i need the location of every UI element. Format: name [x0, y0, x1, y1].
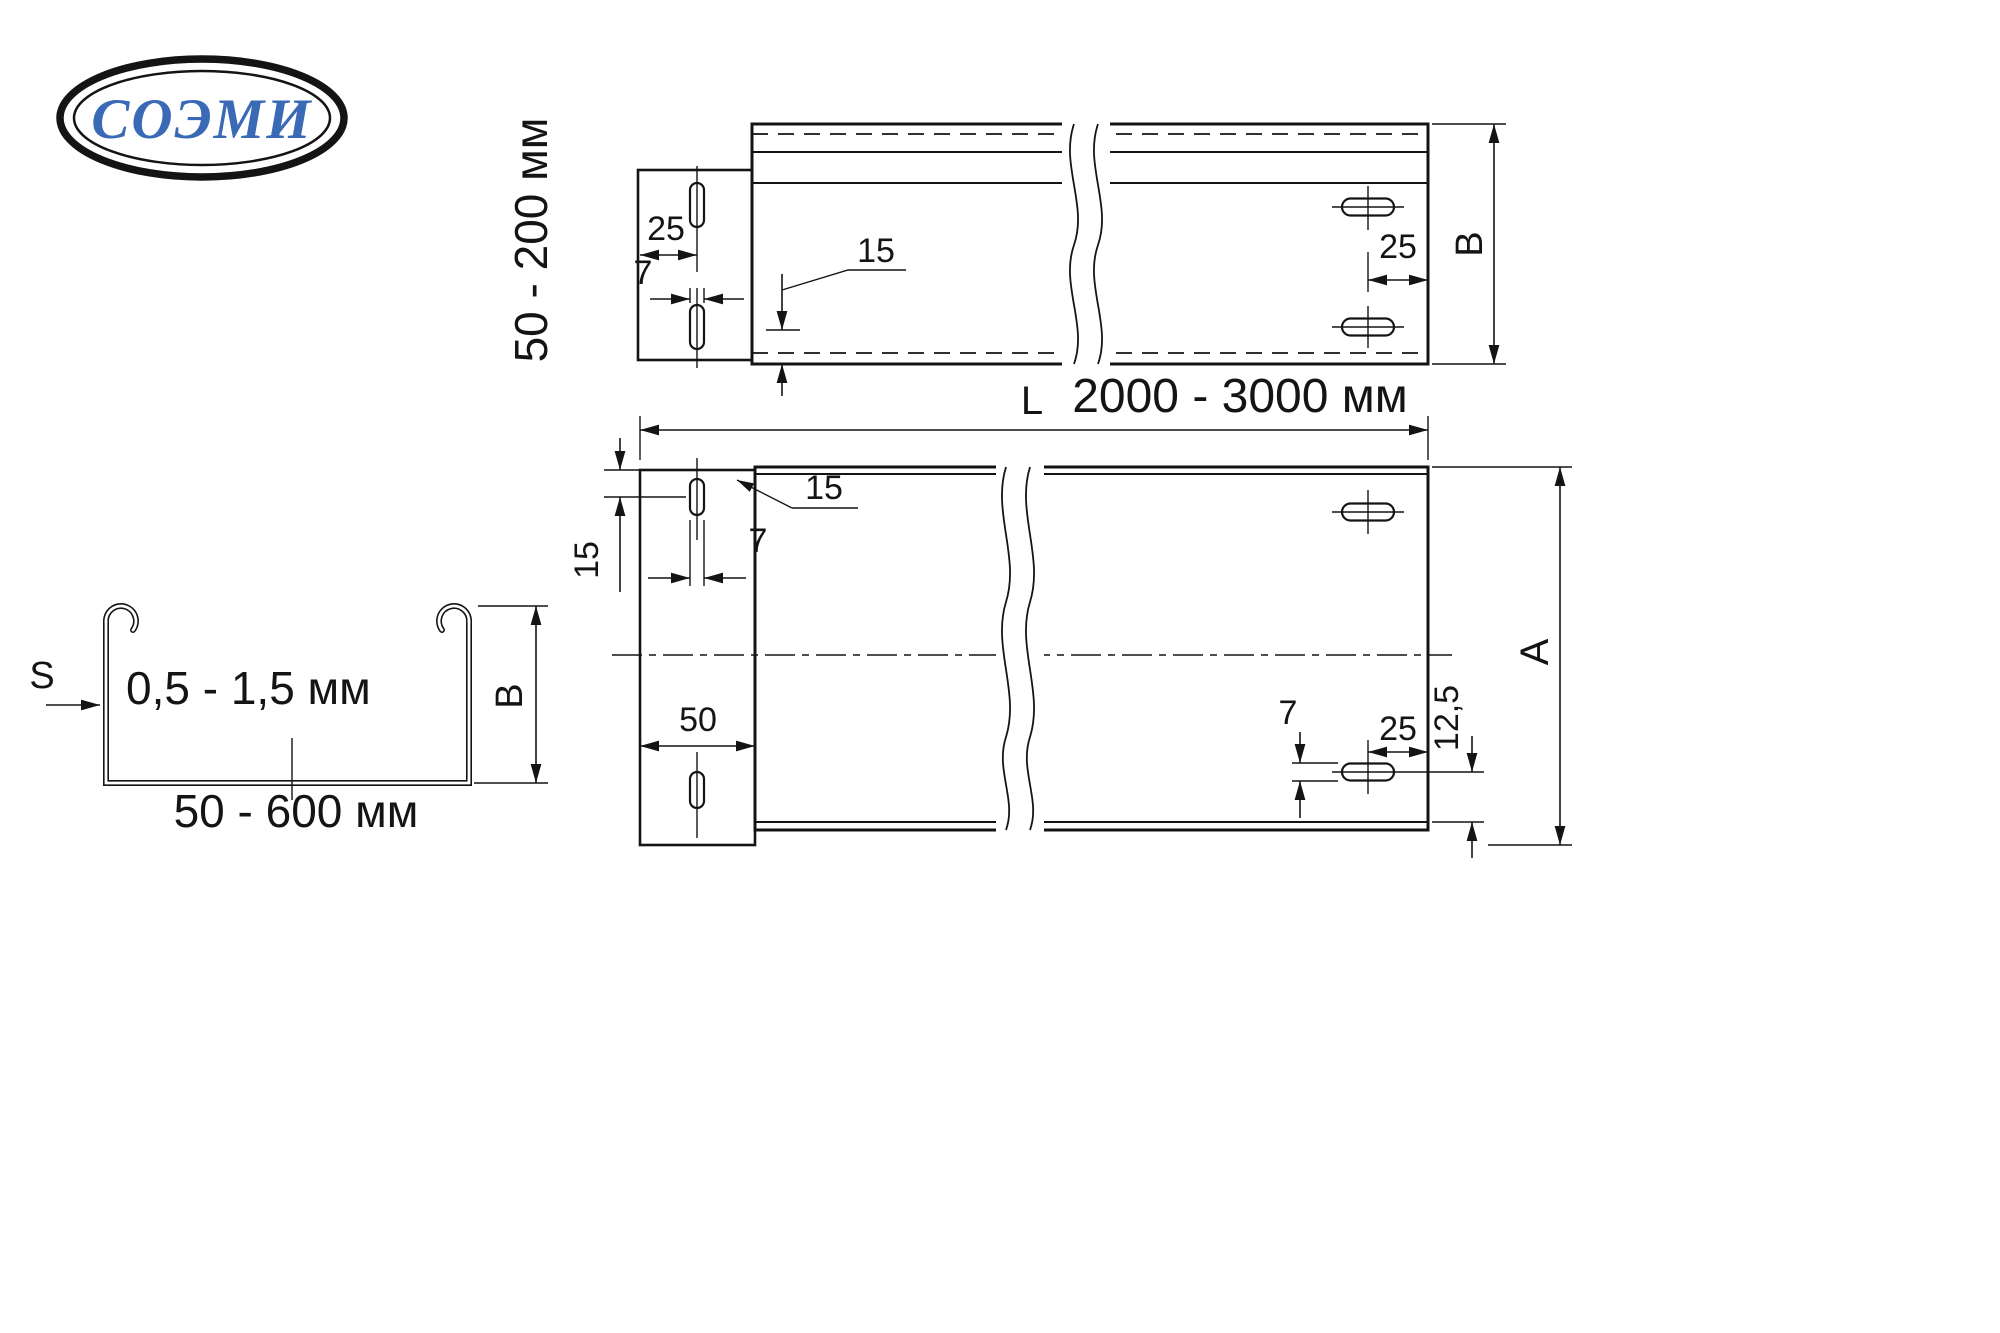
tray-plan-outline — [753, 465, 1430, 832]
dim-label-7-bottom: 7 — [1279, 694, 1298, 732]
length-range-label: 2000 - 3000 мм — [1072, 370, 1408, 423]
height-range-label: 50 - 200 мм — [505, 118, 557, 363]
flange-plate-outline — [636, 168, 754, 362]
dim-flange-offset-15: 15 — [766, 232, 906, 396]
dim-thickness-S: S 0,5 - 1,5 мм — [29, 655, 370, 714]
dim-label-50: 50 — [679, 701, 717, 739]
logo-outer-ellipse — [56, 55, 348, 181]
plan-slot-bottom-left — [688, 752, 706, 838]
dim-flange-width-50: 50 — [640, 701, 755, 752]
dim-top-offset-15: 15 — [568, 438, 686, 592]
dim-label-15: 15 — [857, 232, 895, 270]
body-slot-bottom — [1332, 306, 1404, 348]
dim-hole-height-7: 7 — [1279, 694, 1338, 818]
side-view: 25 7 15 25 B — [505, 118, 1506, 396]
dim-hole-edge-25: 25 — [1367, 228, 1428, 292]
logo-inner-ellipse — [72, 69, 332, 167]
dim-hole-bottom-12-5: 12,5 — [1404, 685, 1484, 858]
break-lines-plan — [996, 461, 1044, 835]
dim-hole-edge-25-plan: 25 — [1367, 710, 1428, 758]
dim-label-B-section: B — [489, 683, 531, 708]
dim-label-A: A — [1513, 638, 1557, 665]
dim-label-7: 7 — [634, 254, 653, 292]
plan-slot-top-left — [688, 458, 706, 540]
body-slot-top — [1332, 186, 1404, 230]
break-lines-side — [1062, 119, 1110, 369]
dim-edge-leader-15: 15 — [736, 469, 858, 509]
dim-section-height-B: B — [474, 605, 548, 784]
dim-label-12-5: 12,5 — [1428, 685, 1466, 751]
channel-profile — [102, 603, 473, 786]
logo-text: СОЭМИ — [91, 88, 312, 151]
dim-length-L: L 2000 - 3000 мм — [639, 370, 1429, 460]
dim-label-25-left: 25 — [647, 210, 685, 248]
thickness-letter: S — [29, 655, 54, 697]
plan-slot-bottom-right — [1332, 750, 1404, 794]
dim-label-B-side: B — [1449, 231, 1491, 256]
dim-hole-width-7: 7 — [634, 254, 744, 305]
dim-label-25-right: 25 — [1379, 228, 1417, 266]
plan-slot-top-right — [1332, 490, 1404, 534]
flange-slot-top — [688, 166, 706, 272]
section-view: S 0,5 - 1,5 мм B 50 - 600 мм — [29, 603, 548, 837]
dim-width-A: A — [1432, 466, 1572, 846]
company-logo: СОЭМИ — [56, 55, 348, 181]
dim-label-15-left: 15 — [568, 541, 606, 579]
dim-label-15-leader: 15 — [805, 469, 843, 507]
dim-height-B: B — [1432, 123, 1506, 365]
length-letter: L — [1021, 379, 1043, 423]
width-range-label: 50 - 600 мм — [174, 785, 419, 837]
dim-label-7-top: 7 — [749, 522, 768, 560]
dim-label-25-plan: 25 — [1379, 710, 1417, 748]
plan-view: L 2000 - 3000 мм — [568, 370, 1572, 858]
dim-hole-offset-25: 25 — [640, 210, 697, 261]
flange-slot-bottom — [688, 288, 706, 368]
dim-hole-width-7-plan: 7 — [648, 520, 767, 586]
thickness-range-label: 0,5 - 1,5 мм — [126, 662, 371, 714]
